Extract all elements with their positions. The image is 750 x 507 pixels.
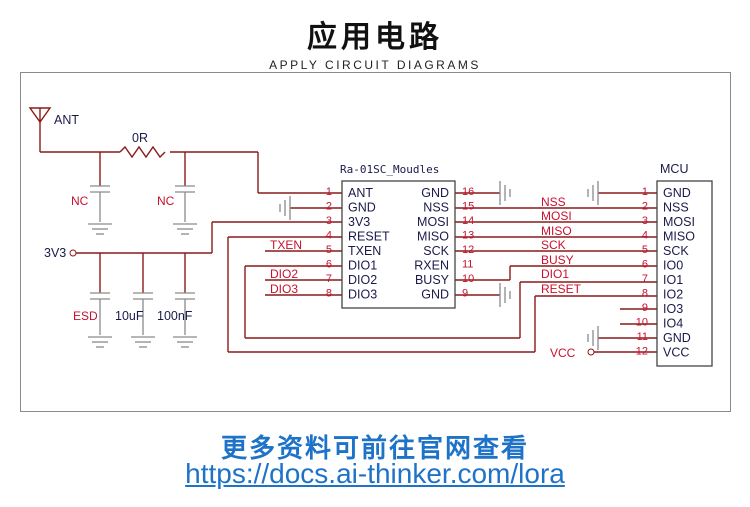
net-vcc: VCC — [550, 346, 576, 360]
module-pin-name-sck: SCK — [423, 244, 449, 258]
ground-icons — [88, 181, 599, 350]
mcu-pin-name-io4: IO4 — [663, 317, 683, 331]
mcu-pin-num-6: 6 — [642, 259, 648, 271]
mcu-pin-name-io2: IO2 — [663, 288, 683, 302]
net-dio3: DIO3 — [270, 282, 298, 296]
power-3v3-icon — [69, 249, 77, 257]
mcu-pin-name-io0: IO0 — [663, 259, 683, 273]
mcu-pin-num-3: 3 — [642, 215, 648, 227]
module-pin-num-11: 11 — [462, 259, 473, 271]
mcu-pin-name-nss: NSS — [663, 201, 689, 215]
module-pin-name-dio2: DIO2 — [348, 273, 377, 287]
net-nss: NSS — [541, 195, 566, 209]
cap-label-100nf: 100nF — [157, 309, 193, 323]
mcu-pin-num-7: 7 — [642, 273, 648, 285]
module-pin-num-5: 5 — [326, 244, 332, 256]
net-txen: TXEN — [270, 238, 302, 252]
module-pin-name-mosi: MOSI — [417, 215, 449, 229]
net-miso: MISO — [541, 224, 572, 238]
mcu-pin-name-vcc: VCC — [663, 346, 689, 360]
resistor-label: 0R — [132, 131, 148, 145]
wires — [39, 120, 657, 353]
module-name: Ra-01SC_Moudles — [340, 163, 439, 176]
module-pin-num-2: 2 — [326, 201, 332, 213]
mcu-pin-name-io3: IO3 — [663, 302, 683, 316]
module-pin-num-15: 15 — [462, 201, 474, 213]
module-pin-num-14: 14 — [462, 215, 474, 227]
module-pin-num-7: 7 — [326, 273, 332, 285]
module-pin-name-gnd: GND — [348, 201, 376, 215]
mcu-pin-num-10: 10 — [636, 317, 648, 329]
net-dio1: DIO1 — [541, 267, 569, 281]
footer-note: 更多资料可前往官网查看 — [220, 434, 529, 464]
net-dio2: DIO2 — [270, 267, 298, 281]
mcu-pin-name-mosi: MOSI — [663, 215, 695, 229]
mcu-pin-lines — [620, 308, 657, 325]
schematic-frame — [20, 72, 731, 412]
mcu-pin-name-gnd: GND — [663, 186, 691, 200]
mcu-pin-num-12: 12 — [636, 346, 648, 358]
module-pin-num-3: 3 — [326, 215, 332, 227]
mcu-pin-name-gnd: GND — [663, 331, 691, 345]
module-left-pins: 1 ANT 2 GND 3 3V3 4 RESET 5 TXEN 6 DIO1 7 DIO2 8 DIO3 — [326, 186, 390, 302]
mcu-pin-name-miso: MISO — [663, 230, 695, 244]
module-pin-name-gnd: GND — [421, 288, 449, 302]
module-pin-num-13: 13 — [462, 230, 474, 242]
module-pin-num-1: 1 — [326, 186, 332, 198]
module-pin-num-4: 4 — [326, 230, 332, 242]
docs-link[interactable]: https://docs.ai-thinker.com/lora — [185, 458, 565, 489]
module-pin-name-dio3: DIO3 — [348, 288, 377, 302]
module-pin-num-9: 9 — [462, 288, 468, 300]
page-title: 应用电路 — [307, 20, 443, 55]
mcu-pin-num-4: 4 — [642, 230, 648, 242]
power-vcc-icon — [587, 348, 595, 356]
page-subtitle: APPLY CIRCUIT DIAGRAMS — [269, 58, 481, 72]
mcu-pin-num-5: 5 — [642, 244, 648, 256]
net-mosi: MOSI — [541, 209, 572, 223]
mcu-pin-num-11: 11 — [637, 331, 648, 343]
module-pin-name-ant: ANT — [348, 186, 373, 200]
power-label: 3V3 — [44, 246, 66, 260]
module-pin-num-10: 10 — [462, 273, 474, 285]
nc-label-2: NC — [157, 194, 175, 208]
mcu-pin-name-io1: IO1 — [663, 273, 683, 287]
module-pin-name-txen: TXEN — [348, 244, 381, 258]
mcu-pin-name-sck: SCK — [663, 244, 689, 258]
mcu-pin-num-2: 2 — [642, 201, 648, 213]
antenna-label: ANT — [54, 113, 79, 127]
nc-label-1: NC — [71, 194, 89, 208]
module-pin-num-6: 6 — [326, 259, 332, 271]
antenna-icon — [28, 107, 52, 124]
module-box — [341, 180, 456, 309]
capacitor-group — [90, 185, 195, 335]
resistor-icon — [119, 145, 166, 159]
module-pin-num-16: 16 — [462, 186, 474, 198]
module-pin-name-busy: BUSY — [415, 273, 450, 287]
net-reset: RESET — [541, 282, 582, 296]
mcu-box — [656, 180, 713, 367]
module-pin-name-3v3: 3V3 — [348, 215, 370, 229]
module-pin-num-12: 12 — [462, 244, 474, 256]
mcu-pin-num-9: 9 — [642, 302, 648, 314]
module-pin-name-dio1: DIO1 — [348, 259, 377, 273]
cap-label-10uf: 10uF — [115, 309, 144, 323]
mcu-pin-num-1: 1 — [642, 186, 648, 198]
module-pin-name-miso: MISO — [417, 230, 449, 244]
module-pin-name-nss: NSS — [423, 201, 449, 215]
net-sck: SCK — [541, 238, 566, 252]
cap-label-esd: ESD — [73, 309, 98, 323]
net-busy: BUSY — [541, 253, 574, 267]
mcu-pin-num-8: 8 — [642, 288, 648, 300]
module-pin-name-rxen: RXEN — [414, 259, 449, 273]
module-pin-name-reset: RESET — [348, 230, 390, 244]
module-pin-name-gnd: GND — [421, 186, 449, 200]
mcu-name: MCU — [660, 162, 688, 176]
module-pin-num-8: 8 — [326, 288, 332, 300]
